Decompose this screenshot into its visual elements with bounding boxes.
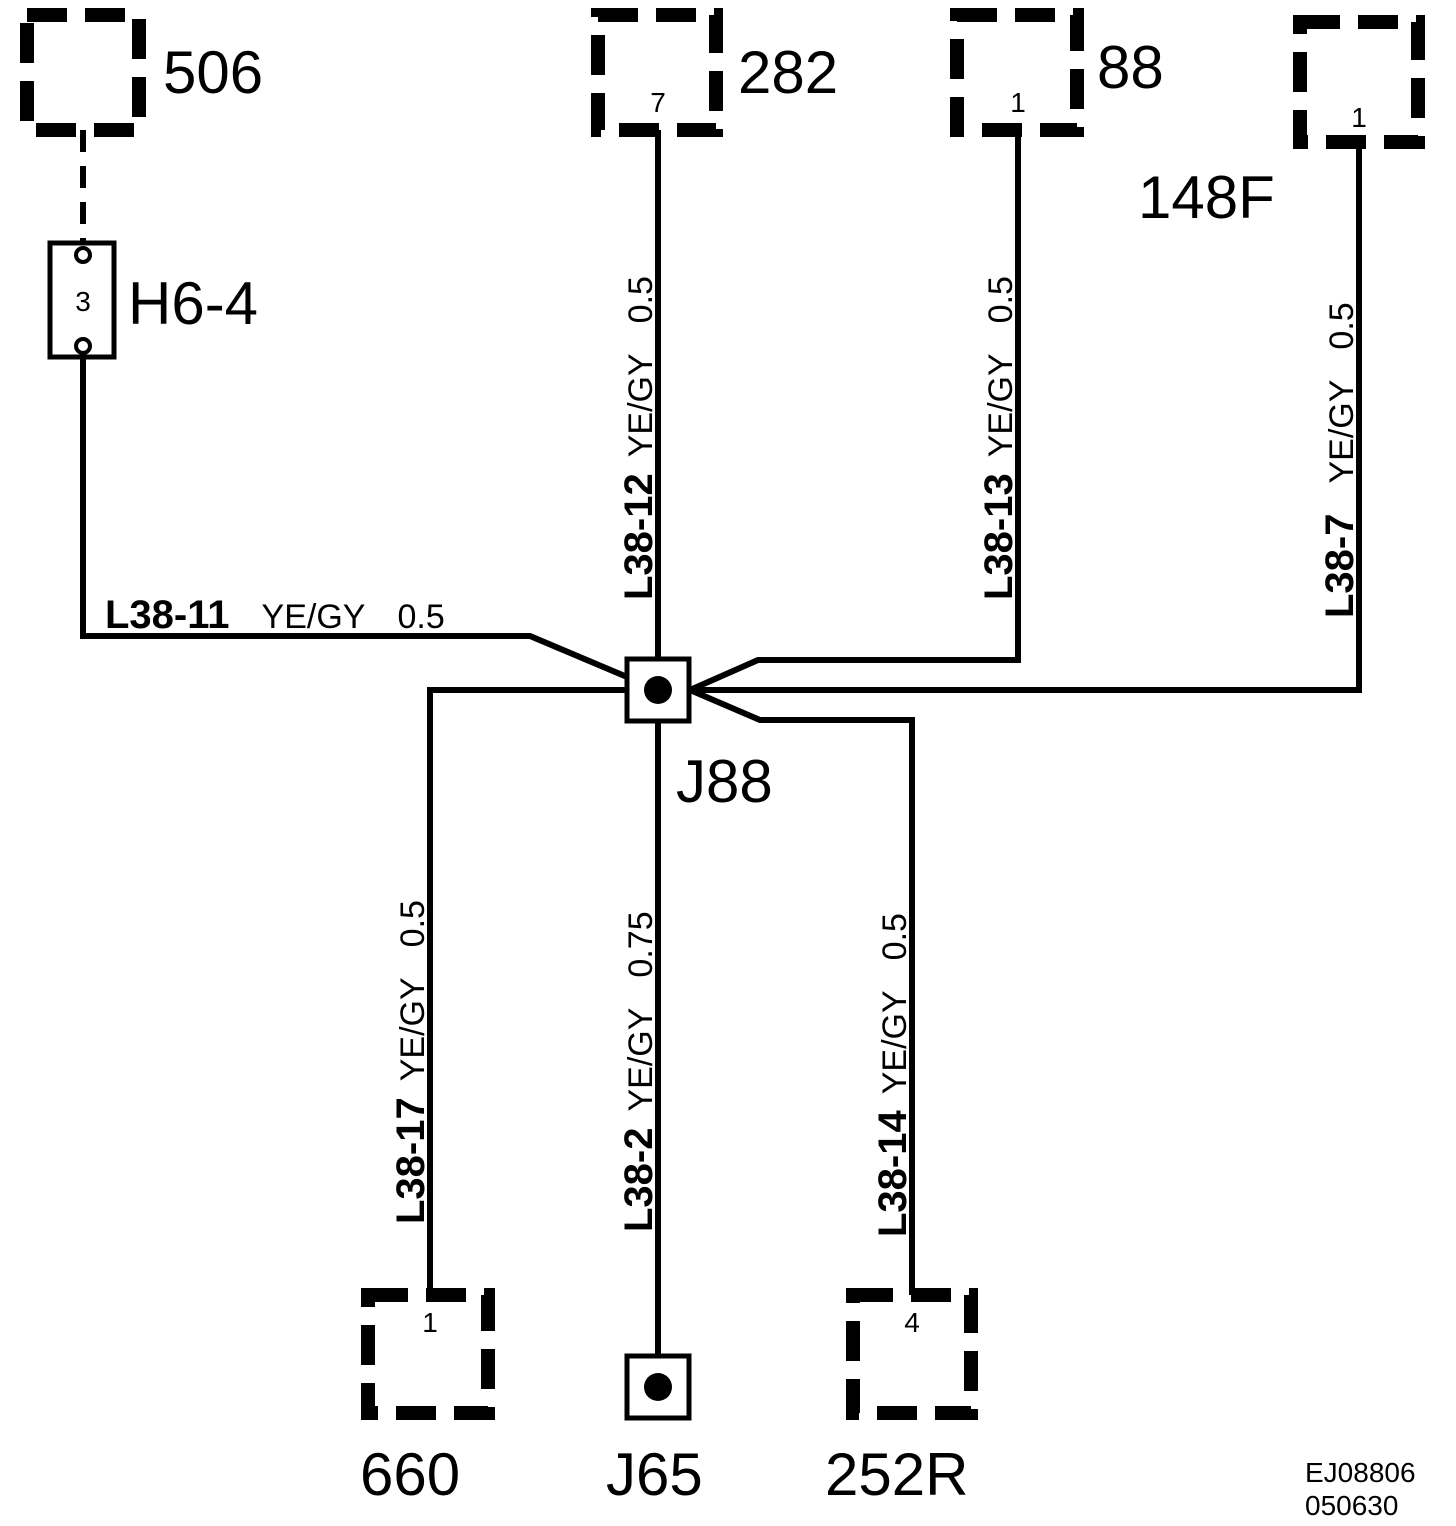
wire-id-l38-12: L38-12 <box>617 473 661 600</box>
wire-id-l38-11: L38-11 <box>105 593 230 637</box>
pin-282: 7 <box>650 87 666 118</box>
wire-id-l38-14: L38-14 <box>871 1110 915 1237</box>
wire-color-l38-14: YE/GY <box>876 990 914 1094</box>
wire-id-l38-2: L38-2 <box>617 1128 661 1233</box>
wire-l38-13[interactable] <box>688 130 1021 693</box>
connector-506-box[interactable] <box>20 8 146 137</box>
label-j65: J65 <box>606 1441 703 1508</box>
wire-size-l38-12: 0.5 <box>622 276 660 323</box>
wire-color-l38-17: YE/GY <box>394 977 432 1081</box>
h6-4-bottom-pin-icon <box>74 337 92 355</box>
label-282: 282 <box>738 39 838 106</box>
pin-660: 1 <box>422 1307 438 1338</box>
pin-252r: 4 <box>904 1307 920 1338</box>
wire-size-l38-11: 0.5 <box>397 598 444 636</box>
wire-color-l38-11: YE/GY <box>262 598 366 636</box>
wire-color-l38-2: YE/GY <box>622 1008 660 1112</box>
wire-size-l38-13: 0.5 <box>982 276 1020 323</box>
wire-label-l38-12: L38-12 YE/GY 0.5 <box>617 276 661 600</box>
wire-label-l38-17: L38-17 YE/GY 0.5 <box>389 900 433 1224</box>
h6-4-top-pin-icon <box>74 246 92 264</box>
pin-88: 1 <box>1010 87 1026 118</box>
wire-size-l38-2: 0.75 <box>622 911 660 977</box>
wire-label-l38-13: L38-13 YE/GY 0.5 <box>977 276 1021 600</box>
wire-label-l38-14: L38-14 YE/GY 0.5 <box>871 913 915 1237</box>
wire-l38-7[interactable] <box>690 142 1362 693</box>
label-88: 88 <box>1097 34 1164 101</box>
wire-id-l38-7: L38-7 <box>1318 514 1362 619</box>
wire-id-l38-13: L38-13 <box>977 473 1021 600</box>
label-506: 506 <box>163 39 263 106</box>
wire-size-l38-17: 0.5 <box>394 900 432 947</box>
label-148f: 148F <box>1138 164 1275 231</box>
wire-l38-11[interactable] <box>80 354 660 693</box>
wire-id-l38-17: L38-17 <box>389 1097 433 1224</box>
h6-4-pin-label: 3 <box>75 286 91 317</box>
wire-color-l38-12: YE/GY <box>622 353 660 457</box>
pin-148f: 1 <box>1351 102 1367 133</box>
reference-code: EJ08806 <box>1305 1457 1416 1488</box>
wire-label-l38-2: L38-2 YE/GY 0.75 <box>617 911 661 1232</box>
label-h6-4: H6-4 <box>128 270 258 337</box>
wire-color-l38-13: YE/GY <box>982 353 1020 457</box>
label-252r: 252R <box>825 1441 968 1508</box>
label-660: 660 <box>360 1441 460 1508</box>
reference-date: 050630 <box>1305 1490 1398 1521</box>
wire-size-l38-14: 0.5 <box>876 913 914 960</box>
j88-splice-dot-icon <box>644 676 672 704</box>
wire-color-l38-7: YE/GY <box>1323 380 1361 484</box>
wire-l38-14[interactable] <box>688 687 915 1295</box>
wire-label-l38-7: L38-7 YE/GY 0.5 <box>1318 302 1362 618</box>
j65-terminal-dot-icon <box>644 1373 672 1401</box>
label-j88: J88 <box>676 748 773 815</box>
wire-l38-17[interactable] <box>427 687 626 1295</box>
wire-size-l38-7: 0.5 <box>1323 302 1361 349</box>
wire-label-l38-11: L38-11 YE/GY 0.5 <box>105 593 445 637</box>
